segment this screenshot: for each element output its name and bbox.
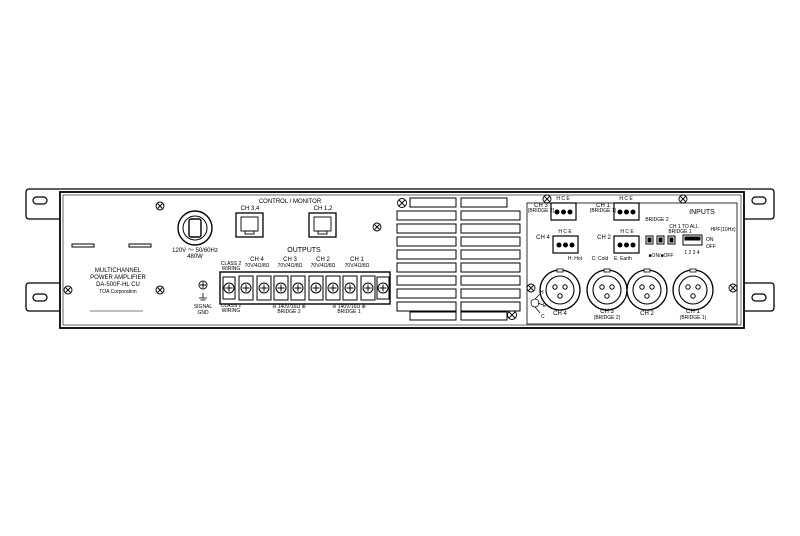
bridge2-spec: ⊖ 140V/16Ω ⊕ [272, 304, 306, 310]
power-watts-label: 480W [187, 254, 203, 260]
rear-panel-inner [62, 194, 742, 326]
on-off-legend: ■ON/■OFF [649, 253, 674, 259]
ventilation-grille [396, 197, 521, 321]
xlr-input-ch1[interactable] [672, 268, 714, 311]
output-ch4-label: CH 4 [250, 257, 264, 263]
xlr-ch3-label: CH 3 [600, 309, 614, 315]
power-inlet-icon [177, 210, 213, 246]
xlr-pin-e: E [543, 303, 547, 309]
outputs-title: OUTPUTS [287, 247, 321, 254]
rj45-port-ch12[interactable] [308, 212, 337, 238]
bridge2-label: BRIDGE 2 [277, 309, 301, 315]
dip-numbers: 1 2 3 4 [684, 250, 700, 256]
legend-hot: H: Hot [568, 256, 583, 262]
model-line-1: MULTICHANNEL [95, 268, 142, 274]
xlr-input-ch2[interactable] [626, 268, 668, 311]
rack-slot-left-top [32, 196, 48, 205]
ground-icon [199, 293, 207, 301]
input-ch2-hce: H C E [620, 229, 634, 235]
legend-earth: E: Earth [614, 256, 632, 262]
xlr-ch4-label: CH 4 [553, 311, 567, 317]
output-ch3-label: CH 3 [283, 257, 297, 263]
rj45-port-ch34[interactable] [235, 212, 264, 238]
bridge1-label: BRIDGE 1 [337, 309, 361, 315]
xlr-ch2-label: CH 2 [640, 311, 654, 317]
hpf-dip-switch[interactable] [682, 234, 703, 246]
ch1-to-all-label: CH 1 TO ALL [669, 224, 699, 230]
bridge-push-switches[interactable] [645, 235, 676, 245]
xlr-pin-c: C [541, 314, 545, 320]
input-ch1-hce: H C E [619, 196, 633, 202]
input-ch3-terminal-sub: (BRIDGE 2) [528, 208, 555, 214]
class2-top-line-1: CLASS 2 [221, 261, 242, 267]
input-ch3-hce: H C E [556, 196, 570, 202]
model-line-4: TOA Corporation [99, 289, 137, 295]
xlr-ch1-sub: (BRIDGE 1) [680, 315, 707, 321]
class2-bottom-line-2: WIRING [222, 308, 241, 314]
xlr-pin-h: H [540, 290, 544, 296]
output-ch4-spec: 70V/4Ω/8Ω [245, 263, 270, 269]
output-ch3-spec: 70V/4Ω/8Ω [278, 263, 303, 269]
rack-slot-right-bottom [751, 293, 767, 302]
terminal-screws[interactable] [222, 275, 390, 301]
class2-bottom-line-1: CLASS 2 [221, 303, 242, 309]
model-line-2: POWER AMPLIFIER [90, 275, 146, 281]
side-mark-left [71, 243, 95, 248]
xlr-ch1-label: CH 1 [686, 309, 700, 315]
input-ch3-terminal-label: CH 3 [534, 203, 548, 209]
xlr-ch3-sub: (BRIDGE 2) [594, 315, 621, 321]
legend-cold: C: Cold [592, 256, 609, 262]
euroblock-input-ch4[interactable] [552, 235, 579, 254]
control-monitor-title: CONTROL / MONITOR [259, 199, 322, 205]
signal-gnd-line-1: SIGNAL [194, 304, 213, 310]
side-mark-right [128, 243, 152, 248]
output-ch1-label: CH 1 [350, 257, 364, 263]
euroblock-input-ch1[interactable] [613, 202, 640, 221]
model-line-3: DA-500F-HL CU [96, 282, 140, 288]
euroblock-input-ch3[interactable] [550, 202, 577, 221]
output-ch2-label: CH 2 [316, 257, 330, 263]
input-ch4-terminal-label: CH 4 [536, 235, 550, 241]
bridge2-switch-label: BRIDGE 2 [645, 217, 669, 223]
euroblock-input-ch2[interactable] [613, 235, 640, 254]
bridge1-switch-label: BRIDGE 1 [668, 229, 692, 235]
output-ch2-spec: 70V/4Ω/8Ω [311, 263, 336, 269]
signal-gnd-line-2: GND [197, 310, 209, 316]
hpf-label: HPF(10Hz) [710, 227, 735, 233]
chassis-screws [63, 194, 738, 320]
xlr-pin-diagram-icon [530, 293, 544, 314]
inputs-title: INPUTS [689, 209, 715, 216]
control-port-b-label: CH 1,2 [314, 206, 333, 212]
output-ch1-spec: 70V/4Ω/8Ω [345, 263, 370, 269]
rack-slot-left-bottom [32, 293, 48, 302]
bridge1-spec: ⊖ 140V/16Ω ⊕ [332, 304, 366, 310]
rack-slot-right-top [751, 196, 767, 205]
xlr-input-ch3[interactable] [586, 268, 628, 311]
class2-top-line-2: WIRING [222, 266, 241, 272]
xlr-input-ch4[interactable] [539, 268, 581, 311]
dip-on-label: ON [706, 237, 714, 243]
power-voltage-label: 120V ～ 50/60Hz [172, 248, 218, 254]
dip-off-label: OFF [706, 244, 716, 250]
input-ch4-hce: H C E [558, 229, 572, 235]
control-port-a-label: CH 3,4 [241, 206, 260, 212]
input-ch1-terminal-sub: (BRIDGE 1) [590, 208, 617, 214]
input-ch1-terminal-label: CH 1 [596, 203, 610, 209]
input-ch2-terminal-label: CH 2 [597, 235, 611, 241]
